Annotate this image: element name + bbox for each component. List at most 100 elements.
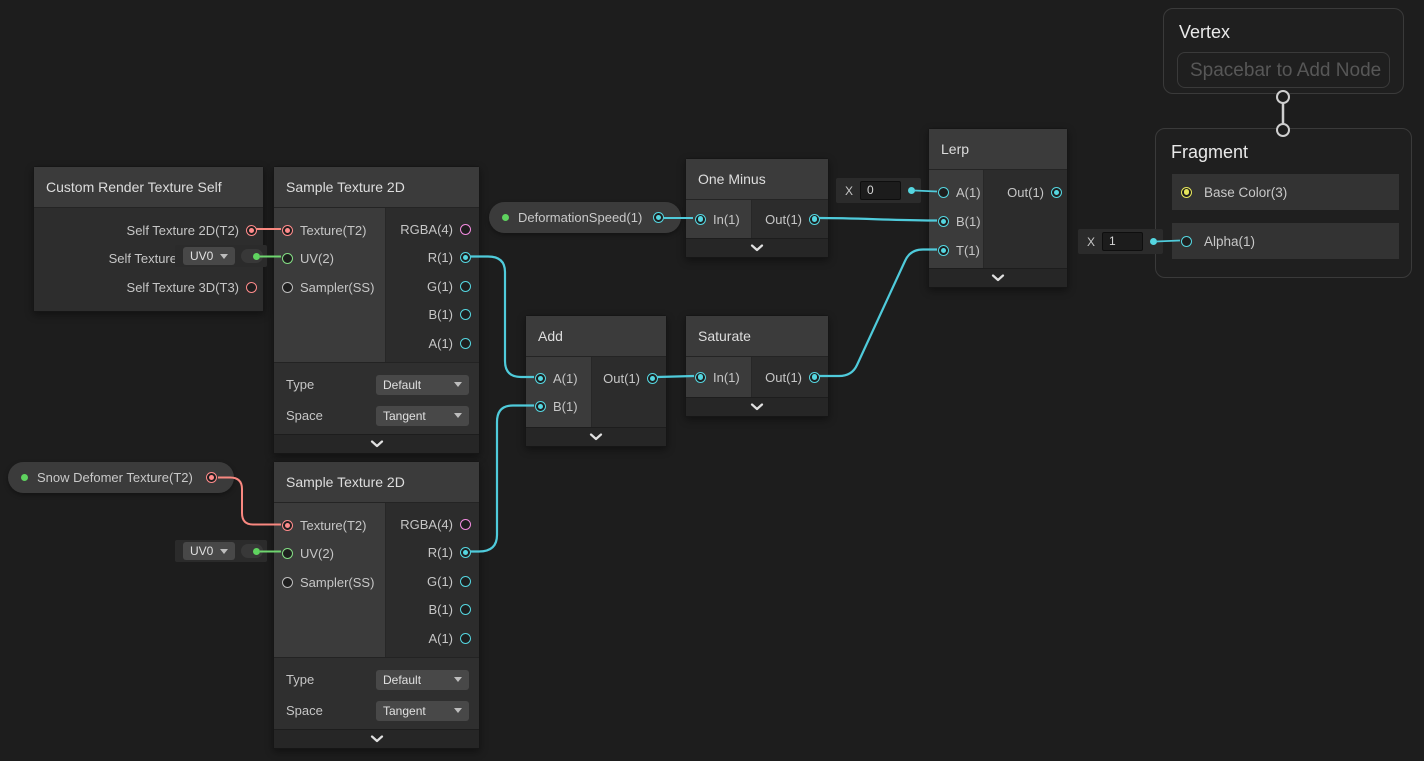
port-label: RGBA(4) (400, 516, 453, 532)
collapse-bar[interactable] (526, 427, 666, 446)
port-alpha[interactable] (1181, 235, 1192, 247)
alpha-value-field[interactable]: 1 (1102, 232, 1143, 251)
dropdown-arrow-icon (220, 253, 228, 259)
port-out[interactable] (1051, 187, 1062, 198)
uv-channel-selector-1: UV0 (175, 245, 267, 267)
port-t-in[interactable] (938, 245, 949, 256)
edge-oneminus-to-lerp-b[interactable] (818, 216, 938, 222)
port-b-out[interactable] (460, 604, 471, 616)
chevron-down-icon (750, 244, 764, 252)
port-deformation-speed-out[interactable] (653, 212, 664, 223)
port-label: A(1) (428, 630, 453, 646)
node-lerp[interactable]: Lerp A(1) B(1) T(1) Out(1) (928, 128, 1068, 288)
fragment-alpha-block[interactable]: Alpha(1) (1172, 223, 1399, 259)
port-label: Self Texture 2D(T2) (126, 222, 239, 238)
node-saturate[interactable]: Saturate In(1) Out(1) (685, 315, 829, 417)
lerp-a-default-value: X 0 (836, 178, 921, 203)
property-label: DeformationSpeed(1) (518, 210, 643, 225)
collapse-bar[interactable] (274, 729, 479, 748)
node-custom-render-texture-self[interactable]: Custom Render Texture Self Self Texture … (33, 166, 264, 312)
port-rgba-out[interactable] (460, 518, 471, 530)
collapse-bar[interactable] (686, 397, 828, 416)
chevron-down-icon (750, 403, 764, 411)
node-one-minus[interactable]: One Minus In(1) Out(1) (685, 158, 829, 258)
add-node-placeholder[interactable]: Spacebar to Add Node (1177, 52, 1390, 88)
port-r-out[interactable] (460, 547, 471, 559)
port-label: Self Texture 3D(T3) (126, 279, 239, 295)
port-label: Texture(T2) (300, 222, 367, 238)
node-title: Saturate (686, 316, 828, 357)
port-label: UV(2) (300, 546, 334, 562)
port-uv-in[interactable] (282, 253, 293, 265)
node-fragment-stack[interactable]: Fragment Base Color(3) Alpha(1) (1155, 128, 1412, 278)
port-a-out[interactable] (460, 337, 471, 349)
port-label: R(1) (427, 545, 453, 561)
port-label: Out(1) (765, 369, 802, 385)
port-rgba-out[interactable] (460, 223, 471, 235)
control-label: Space (286, 408, 323, 423)
port-label: G(1) (427, 278, 453, 294)
connector-well (241, 544, 263, 558)
node-title: One Minus (686, 159, 828, 200)
port-label: Base Color(3) (1204, 184, 1288, 200)
chevron-down-icon (370, 735, 383, 743)
node-add[interactable]: Add A(1) B(1) Out(1) (525, 315, 667, 447)
chevron-down-icon (370, 440, 383, 448)
port-label: B(1) (956, 214, 981, 229)
port-uv-in[interactable] (282, 548, 293, 560)
node-sample-texture-2d-2[interactable]: Sample Texture 2D Texture(T2) UV(2) Samp… (273, 461, 480, 749)
port-a-out[interactable] (460, 632, 471, 644)
port-label: Self Texture (108, 251, 177, 267)
port-self-texture-2d[interactable] (246, 224, 257, 236)
port-label: Alpha(1) (1204, 233, 1256, 249)
lerp-a-value-field[interactable]: 0 (860, 181, 901, 200)
port-base-color[interactable] (1181, 186, 1192, 198)
port-snow-deformer-out[interactable] (206, 472, 217, 483)
connector-dot-icon (1150, 238, 1157, 245)
port-sampler-in[interactable] (282, 576, 293, 588)
port-label: Out(1) (603, 370, 640, 386)
space-dropdown[interactable]: Tangent (376, 700, 469, 721)
port-label: B(1) (553, 399, 578, 415)
uv-dropdown[interactable]: UV0 (183, 247, 235, 265)
property-node-snow-deformer-texture[interactable]: Snow Defomer Texture(T2) (8, 462, 234, 493)
collapse-bar[interactable] (929, 268, 1067, 287)
node-vertex-stack[interactable]: Vertex Spacebar to Add Node (1163, 8, 1404, 94)
port-in[interactable] (695, 213, 706, 225)
type-dropdown[interactable]: Default (376, 374, 469, 395)
port-g-out[interactable] (460, 280, 471, 292)
port-in[interactable] (695, 371, 706, 383)
port-texture-in[interactable] (282, 519, 293, 531)
port-a-in[interactable] (938, 187, 949, 198)
chevron-down-icon (991, 274, 1005, 282)
space-dropdown[interactable]: Tangent (376, 405, 469, 426)
port-self-texture-3d[interactable] (246, 281, 257, 293)
port-label: In(1) (713, 211, 740, 227)
collapse-bar[interactable] (686, 238, 828, 257)
edge-saturate-to-lerp-t[interactable] (819, 248, 937, 378)
port-out[interactable] (809, 213, 820, 225)
port-b-out[interactable] (460, 309, 471, 321)
port-label: R(1) (427, 250, 453, 266)
uv-dropdown[interactable]: UV0 (183, 542, 235, 560)
port-b-in[interactable] (535, 401, 546, 413)
connector-dot-icon (253, 547, 260, 555)
port-b-in[interactable] (938, 216, 949, 227)
port-label: B(1) (428, 602, 453, 618)
value-label: X (845, 183, 854, 198)
port-g-out[interactable] (460, 575, 471, 587)
control-label: Space (286, 703, 323, 718)
port-r-out[interactable] (460, 252, 471, 264)
port-out[interactable] (809, 371, 820, 383)
fragment-base-color-block[interactable]: Base Color(3) (1172, 174, 1399, 210)
port-a-in[interactable] (535, 372, 546, 384)
connector-dot-icon (253, 252, 260, 260)
collapse-bar[interactable] (274, 434, 479, 453)
port-sampler-in[interactable] (282, 281, 293, 293)
port-texture-in[interactable] (282, 224, 293, 236)
port-out[interactable] (647, 372, 658, 384)
property-node-deformation-speed[interactable]: DeformationSpeed(1) (489, 202, 681, 233)
type-dropdown[interactable]: Default (376, 669, 469, 690)
node-sample-texture-2d-1[interactable]: Sample Texture 2D Texture(T2) UV(2) Samp… (273, 166, 480, 454)
